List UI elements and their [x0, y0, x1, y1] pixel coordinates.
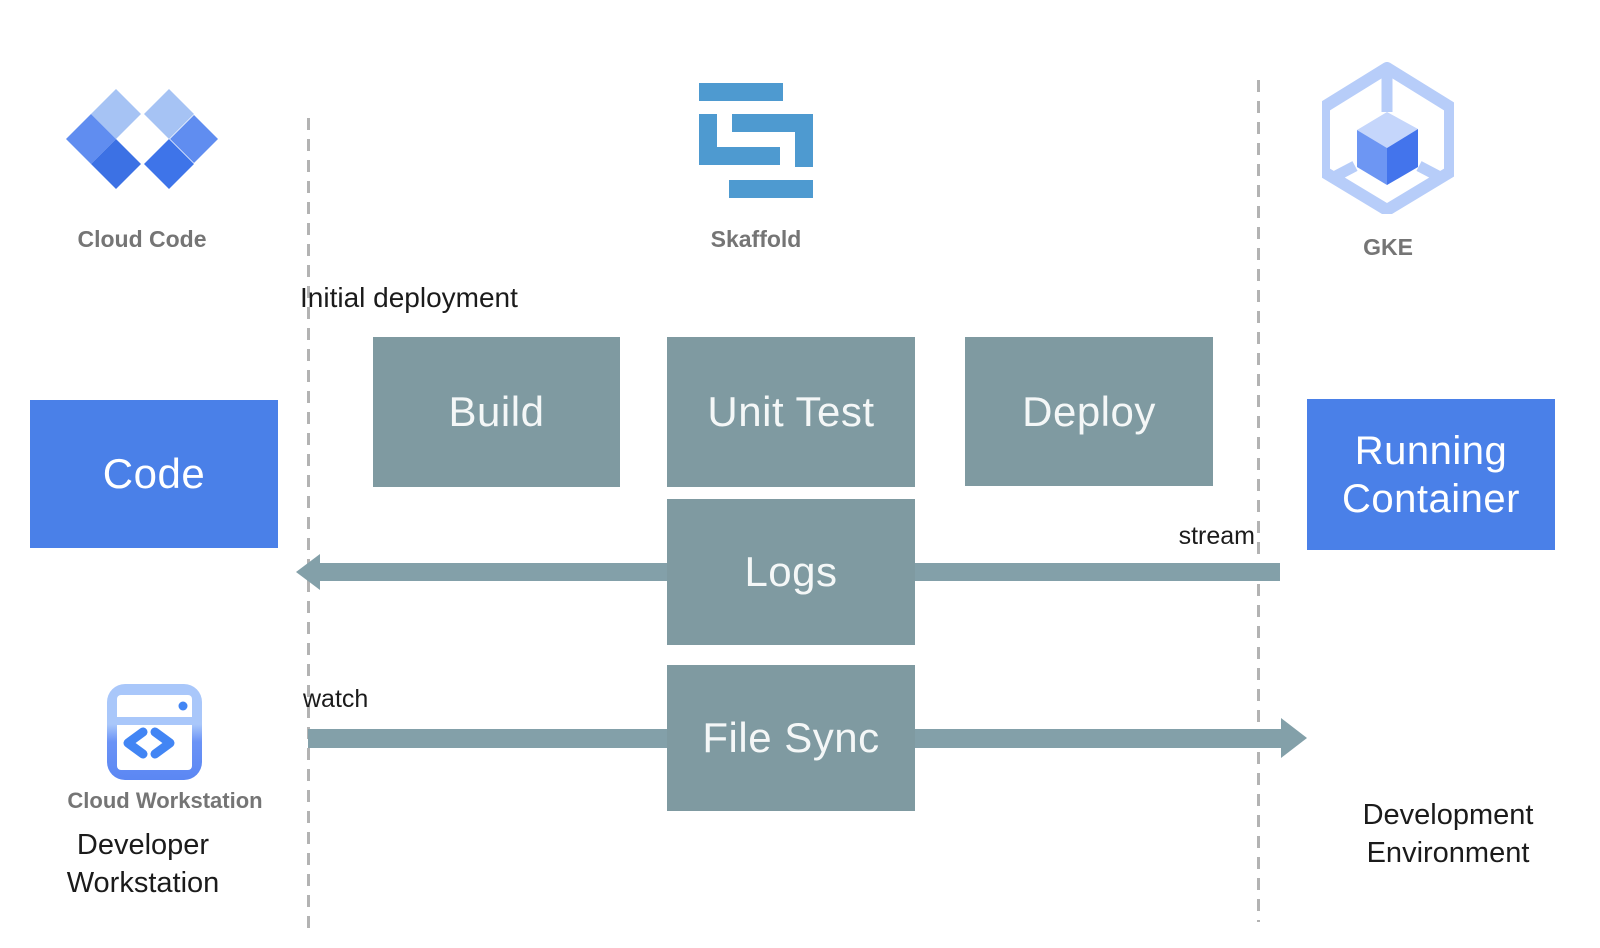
logs-box: Logs [667, 499, 915, 645]
skaffold-label: Skaffold [710, 226, 802, 252]
cloud-code-label: Cloud Code [77, 226, 207, 252]
gke-label: GKE [1363, 234, 1413, 260]
watch-label: watch [303, 685, 369, 713]
stream-label: stream [1178, 522, 1255, 550]
cloud-workstation-icon [107, 684, 202, 780]
logs-stream-arrow-right [915, 563, 1280, 581]
developer-workstation-caption: Developer Workstation [66, 829, 220, 899]
cloud-code-icon [66, 89, 218, 189]
logs-box-label: Logs [744, 548, 838, 595]
lane-divider-left [307, 118, 310, 930]
file-sync-box: File Sync [667, 665, 915, 811]
code-box-label: Code [102, 450, 206, 497]
gke-icon [1322, 62, 1454, 214]
lane-divider-right [1257, 80, 1260, 922]
cloud-workstation-label: Cloud Workstation [67, 788, 263, 813]
file-sync-arrow-left [308, 729, 667, 748]
unit-test-box-label: Unit Test [707, 388, 875, 435]
deploy-box: Deploy [965, 337, 1213, 486]
file-sync-box-label: File Sync [702, 714, 880, 761]
logs-stream-arrow-left [315, 563, 667, 581]
code-box: Code [30, 400, 278, 548]
file-sync-arrowhead [1281, 718, 1307, 758]
unit-test-box: Unit Test [667, 337, 915, 487]
build-box-label: Build [448, 388, 545, 435]
skaffold-icon [699, 83, 813, 198]
file-sync-arrow-right [915, 729, 1283, 748]
initial-deployment-label: Initial deployment [300, 282, 518, 313]
running-container-box: Running Container [1307, 399, 1555, 550]
build-box: Build [373, 337, 620, 487]
development-environment-caption: Development Environment [1362, 799, 1534, 869]
running-container-box-label: Running Container [1342, 428, 1520, 521]
deploy-box-label: Deploy [1022, 387, 1156, 435]
